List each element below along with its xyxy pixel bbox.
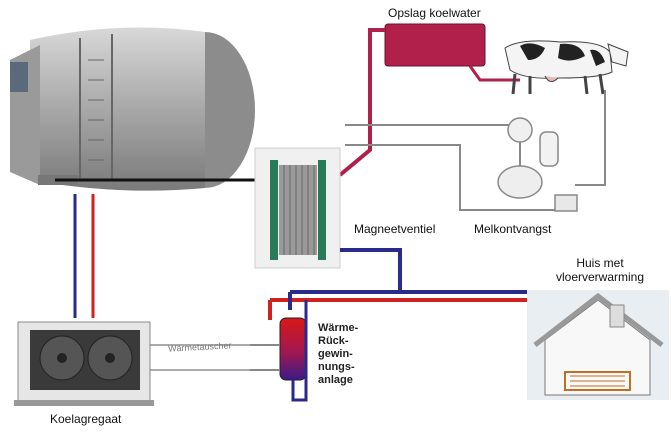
milk-tank [10, 27, 255, 191]
cooling-unit [14, 321, 154, 406]
milk-receiver-unit [345, 90, 606, 212]
solenoid-valve-label: Magneetventiel [354, 222, 436, 236]
house-label: Huis met vloerverwarming [555, 256, 645, 284]
cooling-unit-label: Koelagregaat [50, 412, 122, 426]
heat-recovery-label: Wärme-Rück-gewin-nungs-anlage [318, 322, 359, 386]
storage-label: Opslag koelwater [388, 6, 481, 20]
milk-receiver-label: Melkontvangst [474, 222, 552, 236]
valve-pipe [340, 248, 402, 292]
cooling-water-storage-tank [338, 23, 520, 177]
plate-heat-exchanger [254, 147, 341, 269]
heat-recovery-unit [250, 292, 308, 402]
cow-illustration [504, 40, 629, 95]
house-illustration [527, 290, 669, 400]
tank-control-panel [10, 62, 28, 92]
